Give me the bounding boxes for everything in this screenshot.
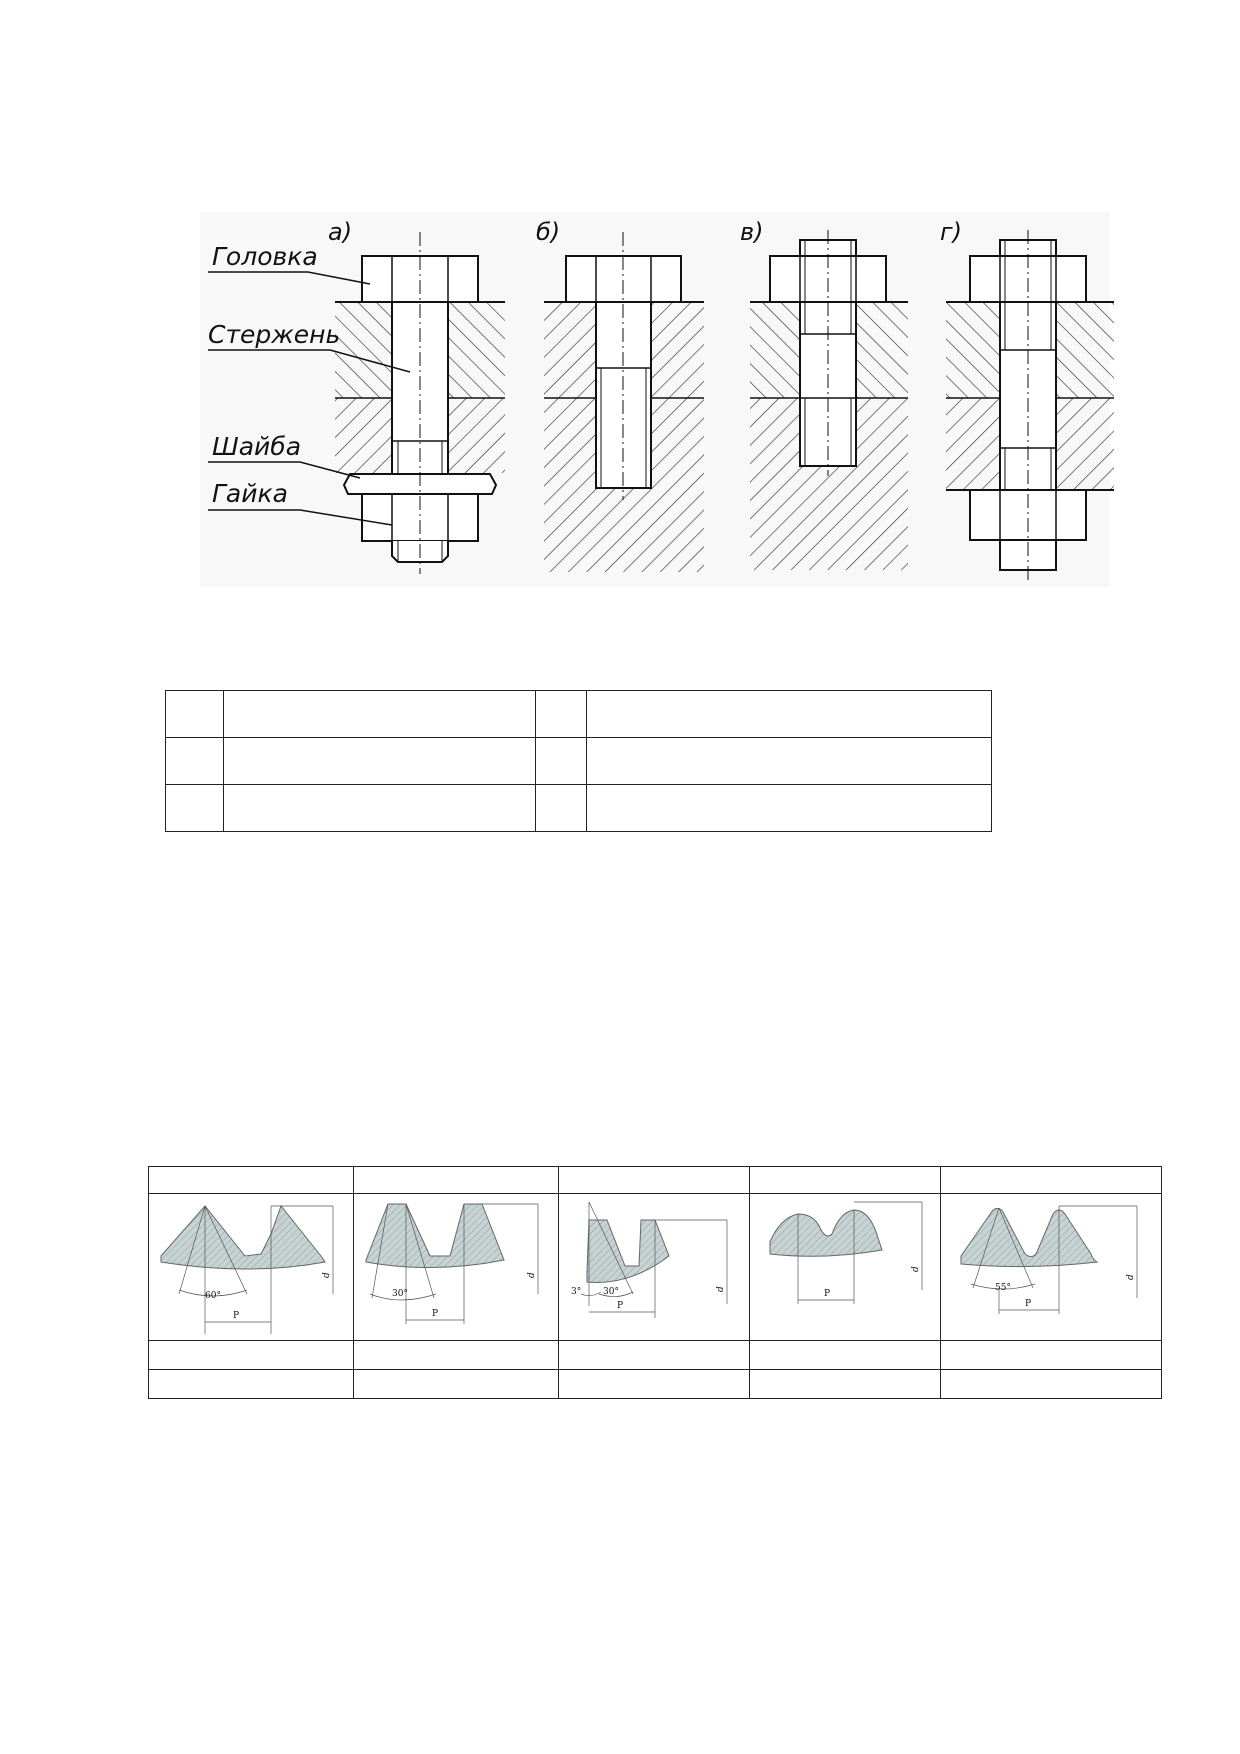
buttress-pitch-label: P [617, 1301, 623, 1311]
table-row: 60° P d 30° P [148, 1193, 1162, 1341]
metric-angle-label: 60° [205, 1291, 221, 1301]
round-pitch-label: P [824, 1289, 830, 1299]
metric-pitch-label: P [233, 1311, 239, 1321]
answer-table [165, 690, 992, 832]
pipe-angle-label: 55° [995, 1283, 1011, 1293]
table-cell[interactable] [223, 737, 536, 785]
table-cell[interactable] [749, 1166, 941, 1194]
table-cell[interactable] [940, 1166, 1162, 1194]
panel-label-a: а) [328, 218, 352, 246]
table-cell[interactable] [148, 1340, 354, 1370]
table-cell[interactable] [749, 1369, 941, 1399]
buttress-thread-profile: 3° 30° P d [571, 1201, 728, 1318]
pipe-thread-profile: 55° P d [960, 1205, 1138, 1314]
thread-profile-table: 60° P d 30° P [148, 1166, 1162, 1399]
table-cell[interactable] [223, 784, 536, 832]
metric-thread-profile: 60° P d [160, 1204, 334, 1334]
nut-label: Гайка [212, 479, 288, 508]
pipe-diameter-label: d [1126, 1274, 1136, 1280]
panel-v-stud-connection [750, 230, 908, 570]
pipe-pitch-label: P [1025, 1299, 1031, 1309]
table-cell[interactable] [535, 737, 587, 785]
table-row [148, 1166, 1162, 1194]
table-cell[interactable] [749, 1340, 941, 1370]
panel-label-b: б) [536, 218, 560, 246]
table-cell[interactable] [940, 1340, 1162, 1370]
head-label: Головка [212, 242, 318, 271]
shank-label: Стержень [208, 320, 340, 349]
buttress-diameter-label: d [716, 1286, 726, 1292]
table-cell[interactable] [535, 784, 587, 832]
table-cell[interactable] [165, 784, 224, 832]
table-cell[interactable] [535, 690, 587, 738]
table-cell[interactable] [353, 1340, 559, 1370]
trapezoidal-angle-label: 30° [392, 1289, 408, 1299]
table-cell[interactable] [940, 1369, 1162, 1399]
panel-label-g: г) [940, 218, 962, 246]
trapezoidal-pitch-label: P [432, 1309, 438, 1319]
table-cell[interactable] [148, 1369, 354, 1399]
panel-b-screw-connection [544, 232, 704, 572]
table-row [165, 737, 992, 785]
table-cell[interactable] [148, 1166, 354, 1194]
table-cell[interactable] [165, 690, 224, 738]
table-cell[interactable] [586, 737, 992, 785]
washer-label: Шайба [212, 432, 301, 461]
panel-g-stud-two-nuts [946, 230, 1114, 580]
round-diameter-label: d [911, 1266, 921, 1272]
trapezoidal-thread-profile: 30° P d [365, 1203, 539, 1324]
table-row [165, 784, 992, 832]
table-cell[interactable] [558, 1369, 750, 1399]
table-cell[interactable] [353, 1369, 559, 1399]
table-row [165, 690, 992, 738]
table-cell[interactable] [558, 1340, 750, 1370]
table-cell[interactable] [586, 784, 992, 832]
table-cell[interactable] [223, 690, 536, 738]
table-cell[interactable] [165, 737, 224, 785]
panel-a-bolt-connection [208, 232, 505, 574]
metric-diameter-label: d [322, 1272, 332, 1278]
table-cell[interactable] [586, 690, 992, 738]
panel-label-v: в) [740, 218, 764, 246]
round-thread-profile: P d [769, 1201, 923, 1304]
thread-profile-trapezoidal-cell: 30° P d [353, 1193, 559, 1341]
thread-profile-metric-cell: 60° P d [148, 1193, 354, 1341]
thread-profile-round-cell: P d [749, 1193, 941, 1341]
table-cell[interactable] [558, 1166, 750, 1194]
table-cell[interactable] [353, 1166, 559, 1194]
trapezoidal-diameter-label: d [527, 1272, 537, 1278]
thread-profile-pipe-cell: 55° P d [940, 1193, 1162, 1341]
thread-profile-buttress-cell: 3° 30° P d [558, 1193, 750, 1341]
fastener-connections-figure: Головка Стержень Шайба Гайка а) б) в) г) [200, 212, 1114, 587]
buttress-angle-label: 30° [603, 1287, 619, 1297]
buttress-small-angle-label: 3° [571, 1287, 581, 1297]
table-row [148, 1340, 1162, 1370]
table-row [148, 1369, 1162, 1399]
